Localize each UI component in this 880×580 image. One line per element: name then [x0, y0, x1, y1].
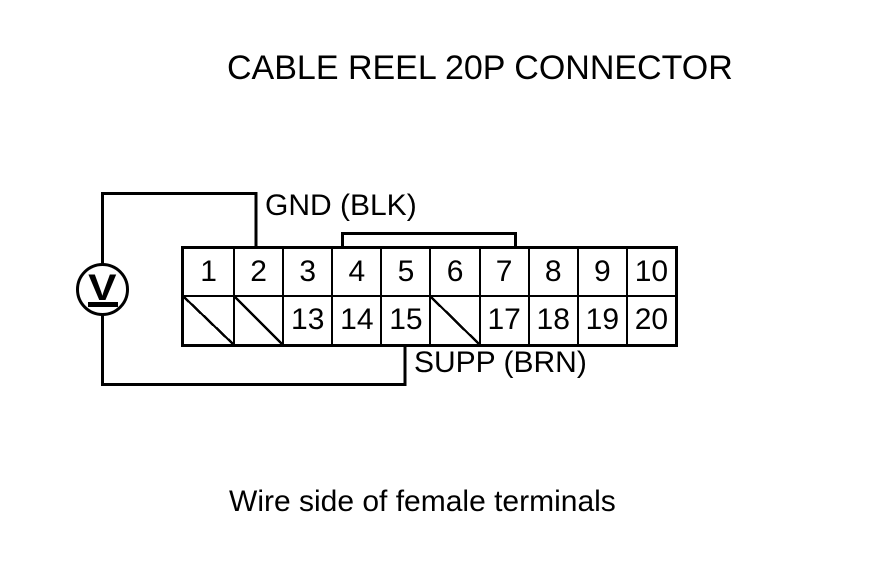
pin-cell-13: 13: [282, 296, 331, 344]
caption: Wire side of female terminals: [229, 485, 616, 518]
pin-cell-5: 5: [380, 249, 430, 297]
pin-cell-18: 18: [527, 296, 577, 344]
pin-cell-15: 15: [380, 296, 429, 344]
pin-cell-8: 8: [527, 249, 577, 297]
supp-wire: [101, 310, 407, 386]
gnd-wire: [101, 192, 258, 268]
pin-cell-17: 17: [478, 296, 528, 344]
pin-cell-7: 7: [478, 249, 528, 297]
connector-keying-tab: [341, 232, 517, 249]
no-pin-cell: [184, 296, 234, 345]
pin-cell-20: 20: [625, 296, 675, 344]
pin-cell-19: 19: [576, 296, 626, 344]
voltmeter-icon: V: [76, 263, 129, 316]
pin-cell-6: 6: [429, 249, 479, 297]
pin-cell-2: 2: [233, 249, 283, 297]
pin-cell-9: 9: [576, 249, 626, 297]
pin-cell-14: 14: [331, 296, 380, 344]
page-title: CABLE REEL 20P CONNECTOR: [227, 49, 733, 87]
voltmeter-symbol: V: [88, 267, 117, 309]
pin-cell-3: 3: [282, 249, 332, 297]
voltmeter-underline: [87, 302, 118, 307]
supp-wire-label: SUPP (BRN): [414, 346, 587, 379]
gnd-wire-label: GND (BLK): [265, 189, 417, 222]
no-pin-cell: [429, 296, 479, 344]
no-pin-cell: [233, 296, 283, 344]
pin-cell-1: 1: [184, 249, 234, 297]
pin-cell-4: 4: [331, 249, 381, 297]
pin-cell-10: 10: [625, 249, 675, 297]
